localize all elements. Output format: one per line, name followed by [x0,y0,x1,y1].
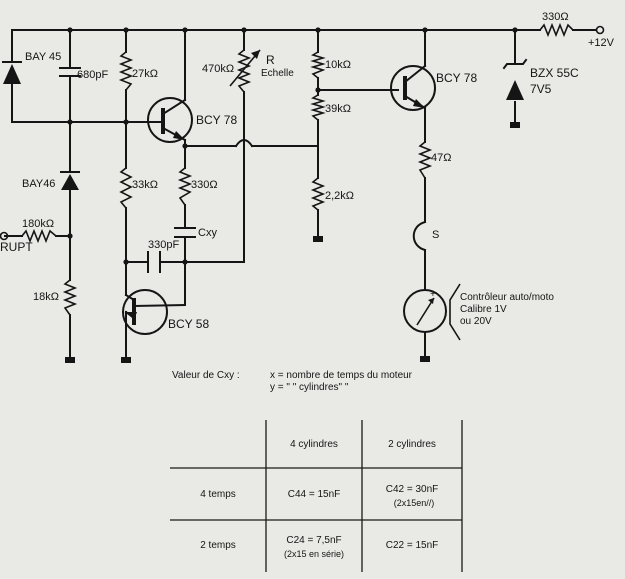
table-cell-c42: C42 = 30nF [386,484,439,495]
legend-title: Valeur de Cxy : [172,370,240,381]
table-header-4-cyl: 4 cylindres [290,439,338,450]
switch-s [412,220,427,252]
capacitor-table: 4 cylindres 2 cylindres 4 temps 2 temps … [170,420,463,572]
label-47-ohm: 47Ω [431,152,451,164]
label-330-ohm-supply: 330Ω [542,11,569,23]
table-cell-c24-note: (2x15 en série) [284,549,344,559]
table-row-2-temps: 2 temps [200,540,236,551]
meter-symbol: + [403,283,461,341]
table-cell-c42-note: (2x15en//) [394,498,435,508]
label-27k: 27kΩ [132,68,158,80]
table-header-2-cyl: 2 cylindres [388,439,436,450]
label-33k: 33kΩ [132,179,158,191]
label-echelle: Echelle [261,68,294,79]
diodes [2,58,528,190]
label-bay45: BAY 45 [25,51,61,63]
table-cell-c44: C44 = 15nF [288,489,341,500]
label-q2: BCY 78 [436,71,477,85]
label-330-ohm: 330Ω [191,179,218,191]
label-680pf: 680pF [77,69,108,81]
legend-y: y = " " cylindres" " [270,382,349,393]
label-q3: BCY 58 [168,317,209,331]
label-330pf: 330pF [148,239,179,251]
input-terminal [0,231,9,241]
resistors [21,22,574,316]
label-input-rupt: RUPT [0,240,33,254]
supply-terminal [595,25,605,35]
component-labels: BAY 45 680pF 27kΩ 470kΩ R Echelle 10kΩ 3… [0,11,615,331]
label-meter-line2: Calibre 1V [460,304,507,315]
label-22k: 2,2kΩ [325,190,354,202]
label-cxy: Cxy [198,227,217,239]
label-meter-line3: ou 20V [460,316,492,327]
label-pot-r: R [266,53,275,67]
svg-text:+: + [430,289,436,300]
label-bay46: BAY46 [22,178,55,190]
label-10k: 10kΩ [325,59,351,71]
label-zener-voltage: 7V5 [530,82,552,96]
wires [4,29,597,361]
transistor-q1 [147,97,193,143]
cxy-legend: Valeur de Cxy : x = nombre de temps du m… [172,370,413,393]
table-row-4-temps: 4 temps [200,489,236,500]
label-39k: 39kΩ [325,103,351,115]
transistor-q2 [390,64,436,111]
label-meter-line1: Contrôleur auto/moto [460,292,554,303]
ground-symbols [65,122,520,363]
table-cell-c24: C24 = 7,5nF [286,535,341,546]
label-180k: 180kΩ [22,218,54,230]
transistor-q3 [122,289,187,335]
label-470k: 470kΩ [202,63,234,75]
wire-crossover [234,139,254,148]
junction-dots [67,27,518,265]
label-q1: BCY 78 [196,113,237,127]
label-supply: +12V [588,37,615,49]
label-zener-type: BZX 55C [530,66,579,80]
label-18k: 18kΩ [33,291,59,303]
label-switch-s: S [432,229,439,241]
table-cell-c22: C22 = 15nF [386,540,439,551]
capacitors [59,67,196,273]
potentiometer [229,49,261,93]
legend-x: x = nombre de temps du moteur [270,370,413,381]
